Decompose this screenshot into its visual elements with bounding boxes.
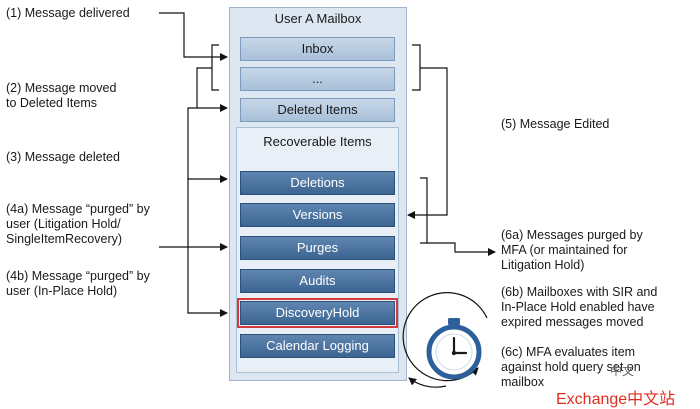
mailbox-title: User A Mailbox — [274, 11, 362, 26]
folder-deleted-items: Deleted Items — [240, 98, 395, 122]
folder-audits: Audits — [240, 269, 395, 293]
bracket-right-folders — [412, 44, 421, 91]
cycle-arrow-back — [408, 377, 447, 388]
folder-inbox: Inbox — [240, 37, 395, 61]
step-6a-label: (6a) Messages purged by MFA (or maintain… — [501, 228, 643, 272]
stopwatch-icon — [426, 318, 482, 380]
step-6b-label: (6b) Mailboxes with SIR and In-Place Hol… — [501, 285, 658, 329]
folder-purges: Purges — [240, 236, 395, 260]
arrow-mfa-purge-out — [427, 242, 496, 256]
wechat-watermark: 中文 — [610, 364, 635, 378]
step-4b-label: (4b) Message “purged” by user (In-Place … — [6, 269, 150, 298]
bracket-left-folders — [211, 44, 219, 91]
arrow-deleted-to-deletions — [187, 107, 228, 183]
folder-ellipsis: ... — [240, 67, 395, 91]
watermark-text: Exchange中文站 — [556, 391, 676, 408]
step-6c-label: (6c) MFA evaluates item against hold que… — [501, 345, 641, 389]
folder-versions: Versions — [240, 203, 395, 227]
arrow-purged-to-discoveryhold — [187, 179, 228, 317]
step-3-label: (3) Message deleted — [6, 150, 120, 164]
step-1-label: (1) Message delivered — [6, 6, 130, 20]
recoverable-items-title: Recoverable Items — [263, 134, 372, 149]
folder-discoveryhold: DiscoveryHold — [240, 301, 395, 325]
cycle-arrow — [402, 292, 488, 382]
arrow-delivered-to-inbox — [159, 12, 228, 61]
step-5-label: (5) Message Edited — [501, 117, 610, 131]
step-2-label: (2) Message moved to Deleted Items — [6, 81, 117, 110]
folder-deletions: Deletions — [240, 171, 395, 195]
discoveryhold-highlight — [237, 298, 398, 328]
bracket-recoverable — [420, 177, 428, 244]
step-4a-label: (4a) Message “purged” by user (Litigatio… — [6, 202, 150, 246]
folder-calendar-logging: Calendar Logging — [240, 334, 395, 358]
arrow-moved-to-deleted — [196, 67, 228, 112]
